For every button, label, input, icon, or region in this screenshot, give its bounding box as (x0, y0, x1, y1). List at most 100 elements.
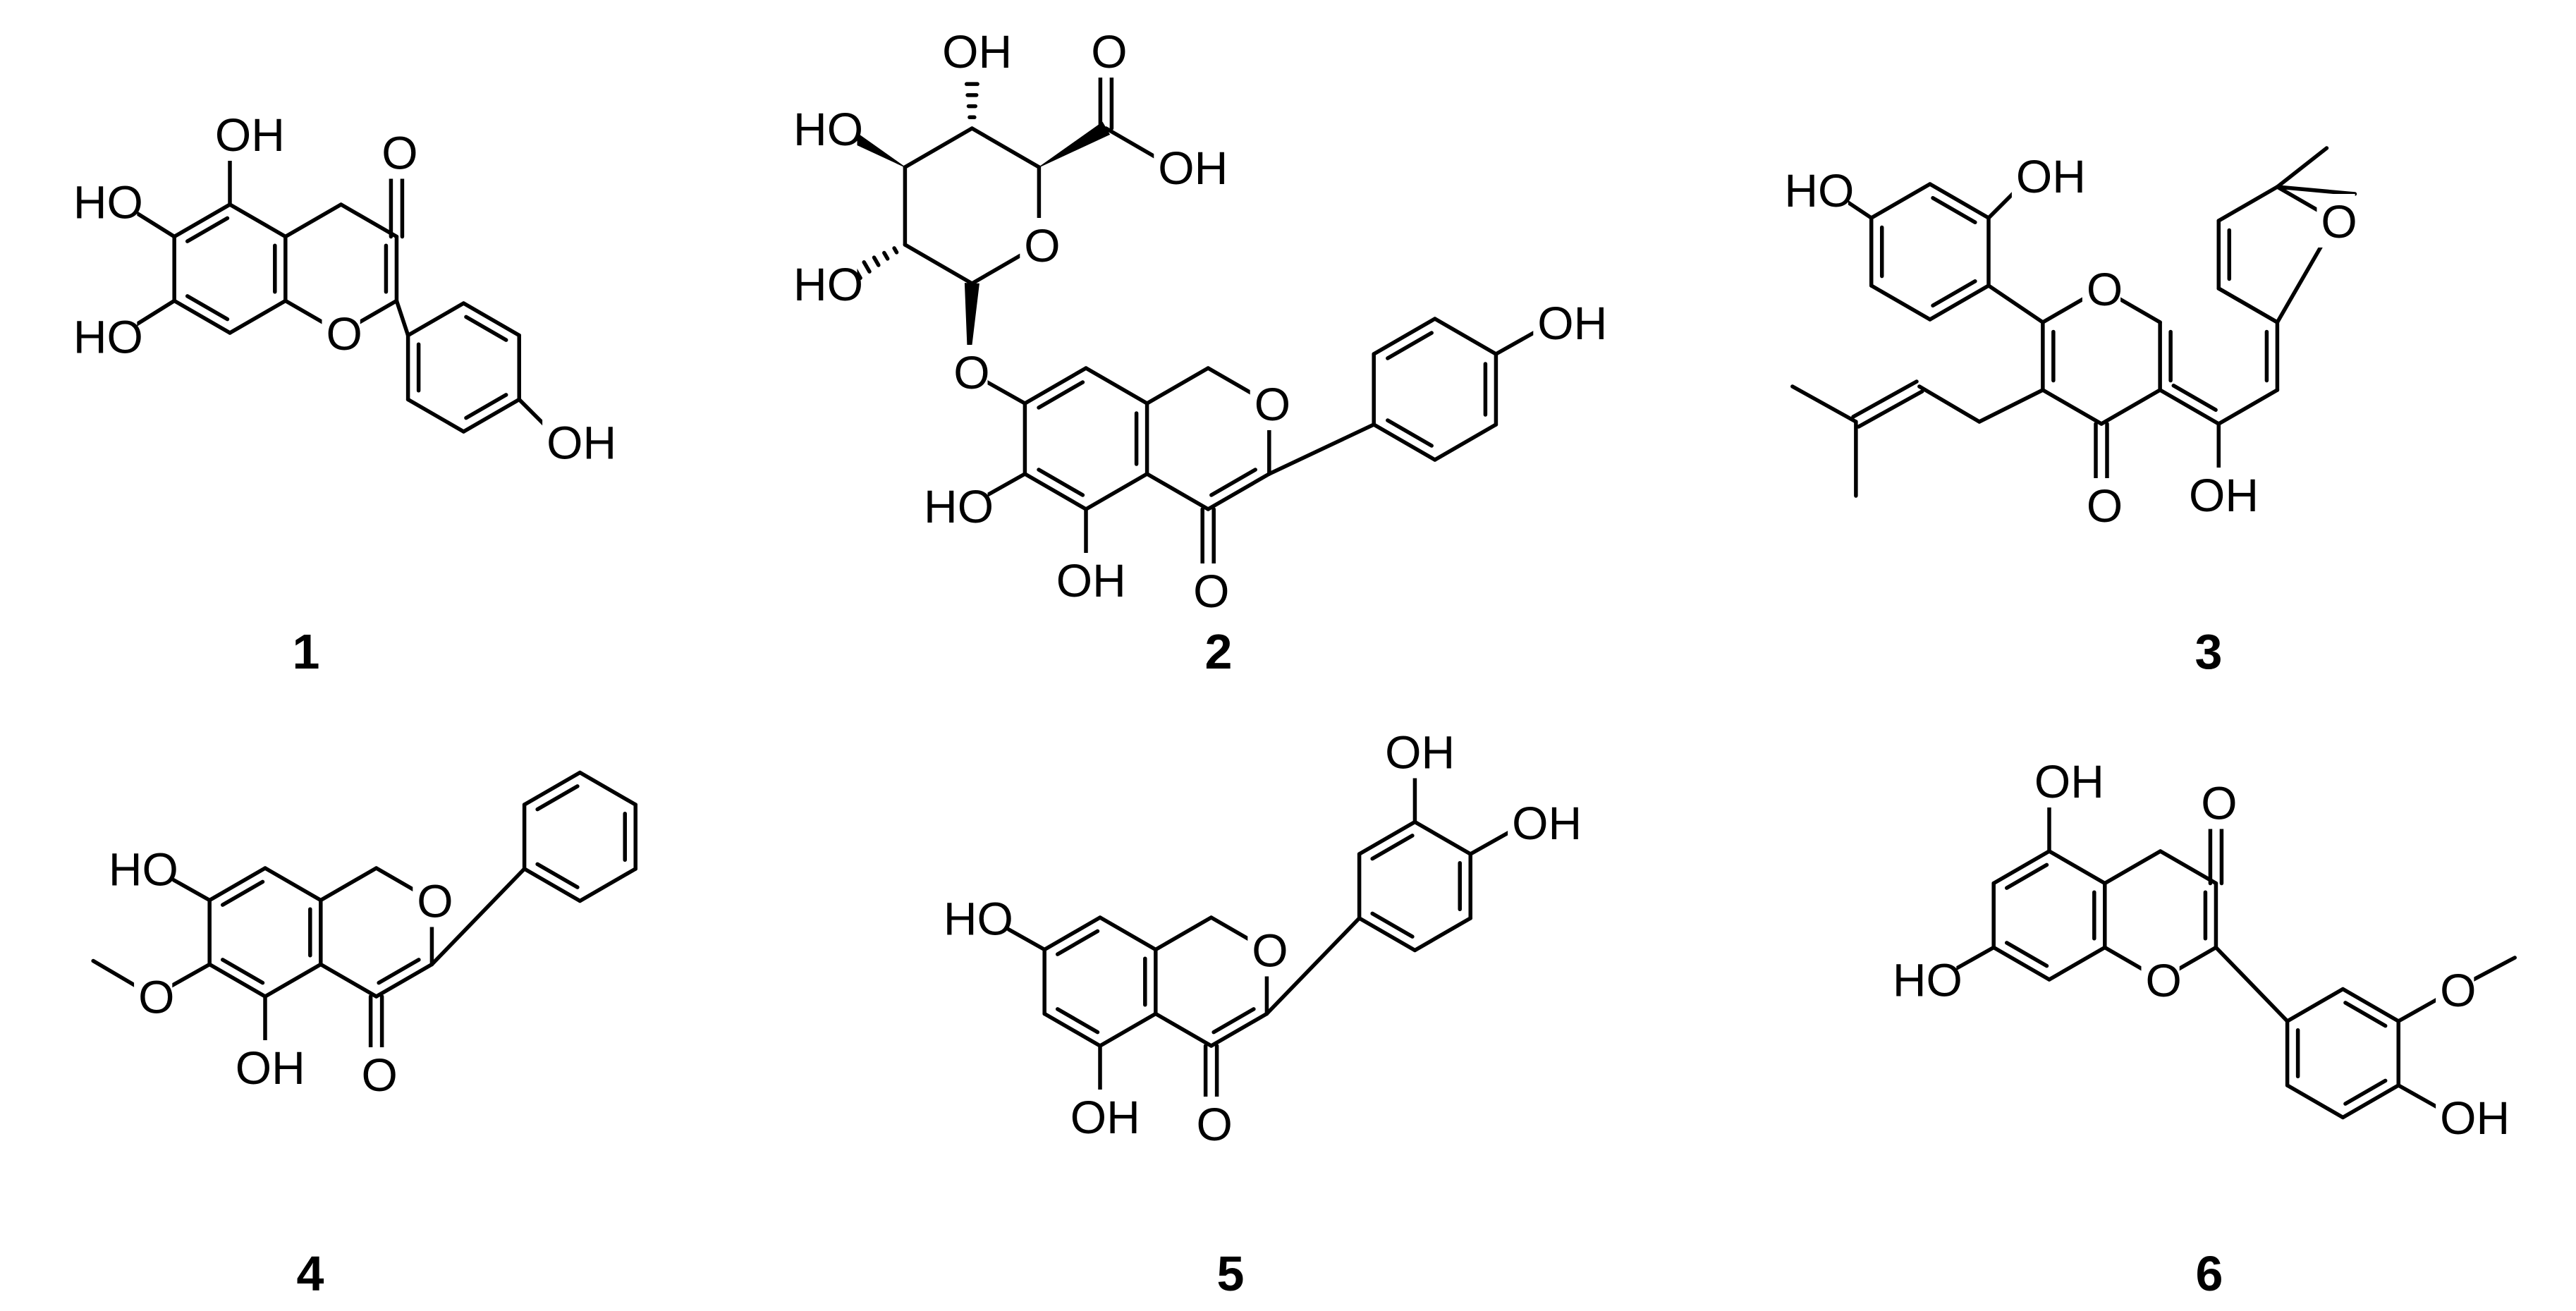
bond-layer (91, 49, 2517, 1126)
bond (1206, 472, 1271, 511)
bond (1357, 819, 1417, 856)
atom-label-ho: HO (924, 480, 994, 532)
atom-label-oh: OH (1385, 726, 1455, 779)
compound-number-6: 6 (2196, 1246, 2223, 1301)
atom-label-background (1780, 163, 1848, 217)
compound-number-1: 1 (293, 624, 320, 679)
atom-label-background (2029, 754, 2099, 807)
atom-label-background (789, 102, 857, 155)
atom-label-background (210, 107, 279, 161)
bond (263, 962, 323, 999)
atom-label-background (2436, 1090, 2504, 1144)
double-bond (464, 315, 508, 342)
bond (1144, 472, 1210, 511)
bond (1928, 283, 1991, 322)
double-bond (464, 393, 508, 420)
atom-label-o: O (1255, 378, 1290, 430)
bond (578, 770, 637, 807)
bond (1433, 317, 1498, 356)
bond (374, 962, 434, 999)
bond (228, 298, 288, 335)
bond (1098, 1011, 1158, 1048)
double-bond (220, 879, 265, 907)
atom-label-background (2141, 953, 2180, 1006)
bond (1084, 366, 1149, 406)
atom-label-background (789, 257, 857, 310)
bond (1917, 384, 1982, 424)
double-bond (1931, 279, 1977, 308)
double-bond (220, 958, 265, 985)
hash-bond (882, 250, 890, 261)
bond (1433, 422, 1498, 462)
bond (522, 867, 582, 903)
atom-label-background (322, 306, 360, 360)
atom-label-background (2185, 468, 2253, 521)
atom-label-background (920, 479, 988, 532)
atom-label-background (939, 891, 1008, 945)
bond (2340, 1083, 2400, 1120)
atom-label-ho: HO (73, 176, 143, 228)
double-bond (1037, 468, 1085, 497)
double-bond (1370, 911, 1415, 939)
atom-label-o: O (2440, 964, 2476, 1016)
atom-label-background (104, 841, 173, 896)
bond (522, 770, 582, 807)
bond (1023, 366, 1088, 406)
atom-label-o: O (1252, 925, 1288, 977)
bond (172, 298, 232, 335)
atom-label-background (134, 969, 173, 1023)
atom-label-o: O (2087, 480, 2123, 532)
atom-label-ho: HO (73, 311, 143, 363)
double-bond (2004, 862, 2049, 890)
bond (1357, 916, 1417, 953)
bond (1264, 916, 1362, 1016)
bond (2158, 388, 2221, 426)
atom-label-background (2011, 149, 2080, 202)
bond (1790, 384, 1858, 424)
bond (2275, 146, 2329, 189)
atom-label-background (938, 24, 1006, 78)
atom-label-background (2082, 478, 2121, 532)
bond (2275, 185, 2357, 196)
double-bond (1209, 468, 1257, 497)
double-bond (2004, 941, 2049, 968)
compound-number-3: 3 (2195, 624, 2223, 679)
atom-label-o: O (2201, 777, 2237, 829)
bond (1869, 283, 1932, 322)
bond (1412, 916, 1472, 953)
atom-label-background (1051, 553, 1121, 606)
bond (319, 962, 379, 999)
atom-label-background (413, 873, 451, 927)
bond (2285, 1083, 2345, 1120)
atom-label-background (1189, 563, 1228, 617)
double-bond (1055, 1007, 1100, 1035)
double-bond (1386, 418, 1434, 448)
atom-label-ho: HO (1784, 164, 1854, 217)
bond (228, 202, 288, 239)
atom-label-oh: OH (2034, 755, 2104, 807)
atom-label-background (2197, 775, 2235, 829)
bond (1267, 422, 1376, 476)
double-bond (1856, 389, 1924, 429)
double-bond (2171, 383, 2218, 413)
bond (2340, 987, 2400, 1023)
compound-number-2: 2 (1205, 624, 1233, 679)
atom-label-o: O (361, 1049, 397, 1101)
bond (1098, 915, 1158, 952)
atom-label-ho: HO (793, 103, 863, 155)
double-bond (1851, 379, 1919, 419)
bond (903, 243, 975, 286)
bond (2214, 945, 2290, 1023)
atom-label-oh: OH (1537, 297, 1607, 349)
bond (405, 301, 466, 338)
hash-bond (872, 255, 881, 267)
atom-label-oh: OH (1158, 142, 1228, 194)
atom-label-background (68, 309, 138, 363)
bond (1869, 182, 1932, 220)
bond (1372, 422, 1437, 462)
atom-label-background (949, 345, 988, 398)
atom-label-background (1508, 795, 1576, 849)
atom-label-oh: OH (215, 109, 285, 161)
